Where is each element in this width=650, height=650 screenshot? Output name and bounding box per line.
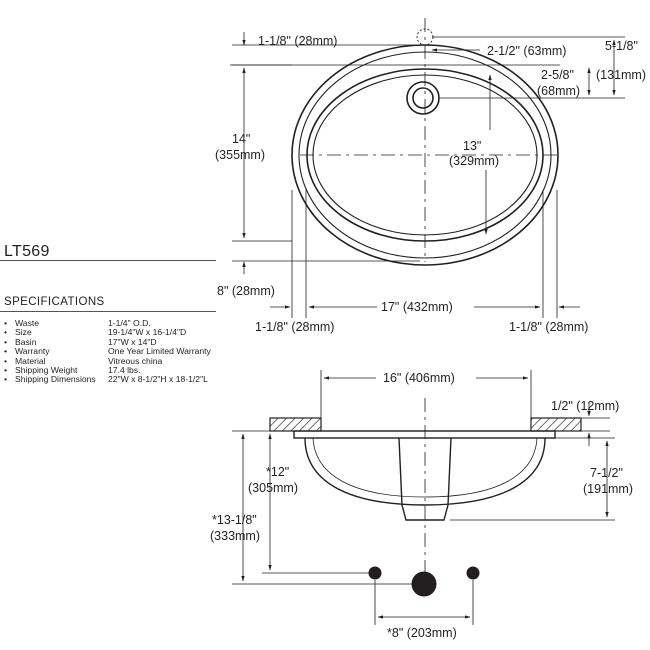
dim-total-a: *13-1/8" bbox=[212, 513, 257, 527]
spec-value: 1-1/4" O.D. bbox=[108, 318, 151, 328]
dim-left-offset: 1-1/8" (28mm) bbox=[255, 320, 334, 334]
spec-value: 17.4 lbs. bbox=[108, 365, 141, 376]
dim-faucet-spread: *8" (203mm) bbox=[387, 626, 457, 640]
overflow-inner bbox=[412, 87, 434, 109]
countertop-left bbox=[269, 417, 322, 432]
faucet-hole-center bbox=[411, 571, 437, 597]
specifications-list: • Waste 1-1/4" O.D. • Size 19-1/4"W x 16… bbox=[4, 318, 211, 385]
dim-depth-b: (355mm) bbox=[215, 148, 265, 162]
dim-inner-a: 13" bbox=[463, 139, 481, 153]
spec-label: Shipping Weight bbox=[15, 365, 78, 376]
bullet-icon: • bbox=[4, 327, 8, 338]
faucet-hole-right bbox=[466, 566, 480, 580]
dim-bowl-b: (191mm) bbox=[583, 482, 633, 496]
dim-height-b: (305mm) bbox=[248, 481, 298, 495]
specifications-title: SPECIFICATIONS bbox=[4, 296, 105, 308]
dim-depth-a: 14" bbox=[232, 132, 250, 146]
spec-label: Basin bbox=[15, 336, 37, 347]
bullet-icon: • bbox=[4, 374, 8, 385]
dim-overflow-a: 5-1/8" bbox=[605, 39, 638, 53]
model-divider bbox=[0, 260, 216, 261]
spec-label: Material bbox=[15, 355, 46, 366]
bullet-icon: • bbox=[4, 365, 8, 376]
dim-cutout-width: 16" (406mm) bbox=[383, 371, 455, 385]
dimension-labels: 1-1/8" (28mm) 2-1/2" (63mm) 5-1/8" (131m… bbox=[210, 34, 646, 640]
bullet-icon: • bbox=[4, 355, 8, 366]
dim-top-offset: 1-1/8" (28mm) bbox=[258, 34, 337, 48]
dim-overflow-d: (68mm) bbox=[537, 84, 580, 98]
basin-outline bbox=[306, 68, 544, 242]
model-number: LT569 bbox=[4, 243, 50, 260]
dim-bottom-offset: 8" (28mm) bbox=[217, 284, 275, 298]
faucet-hole-left bbox=[368, 566, 382, 580]
dim-overflow-c: 2-5/8" bbox=[541, 68, 574, 82]
sink-rim bbox=[293, 430, 556, 439]
spec-value: One Year Limited Warranty bbox=[108, 346, 211, 357]
spec-label: Shipping Dimensions bbox=[15, 374, 96, 385]
dim-height-a: *12" bbox=[266, 465, 289, 479]
rim-edge bbox=[298, 51, 552, 259]
side-view bbox=[269, 398, 582, 597]
dim-total-b: (333mm) bbox=[210, 529, 260, 543]
spec-row: • Material Vitreous china bbox=[4, 355, 211, 366]
spec-row: • Size 19-1/4"W x 16-1/4"D bbox=[4, 327, 211, 338]
dim-inner-b: (329mm) bbox=[449, 154, 499, 168]
top-view bbox=[291, 18, 560, 266]
spec-label: Size bbox=[15, 327, 32, 338]
spec-value: 17"W x 14"D bbox=[108, 336, 157, 347]
dim-bowl-a: 7-1/2" bbox=[590, 466, 623, 480]
top-view-dimensions bbox=[230, 32, 625, 318]
sink-bowl bbox=[304, 437, 546, 506]
spec-value: 19-1/4"W x 16-1/4"D bbox=[108, 327, 187, 338]
dim-basin-width: 17" (432mm) bbox=[381, 300, 453, 314]
dim-drain-offset: 2-1/2" (63mm) bbox=[487, 44, 566, 58]
spec-label: Waste bbox=[15, 318, 40, 328]
spec-row: • Waste 1-1/4" O.D. bbox=[4, 318, 211, 328]
dim-right-offset: 1-1/8" (28mm) bbox=[509, 320, 588, 334]
spec-row: • Shipping Dimensions 22"W x 8-1/2"H x 1… bbox=[4, 374, 211, 385]
spec-value: Vitreous china bbox=[108, 355, 163, 366]
countertop-right bbox=[530, 417, 582, 432]
spec-label: Warranty bbox=[15, 346, 50, 357]
basin-inner bbox=[312, 74, 538, 236]
bullet-icon: • bbox=[4, 346, 8, 357]
spec-row: • Shipping Weight 17.4 lbs. bbox=[4, 365, 211, 376]
side-view-dimensions bbox=[232, 370, 615, 625]
specifications-divider bbox=[0, 311, 216, 312]
overflow-outer bbox=[406, 81, 440, 115]
spec-row: • Basin 17"W x 14"D bbox=[4, 336, 211, 347]
spec-value: 22"W x 8-1/2"H x 18-1/2"L bbox=[108, 374, 208, 385]
bullet-icon: • bbox=[4, 318, 8, 328]
dim-overflow-b: (131mm) bbox=[596, 68, 646, 82]
sink-bowl-inner bbox=[312, 437, 538, 498]
bullet-icon: • bbox=[4, 336, 8, 347]
spec-row: • Warranty One Year Limited Warranty bbox=[4, 346, 211, 357]
dim-counter-thickness: 1/2" (12mm) bbox=[551, 399, 619, 413]
